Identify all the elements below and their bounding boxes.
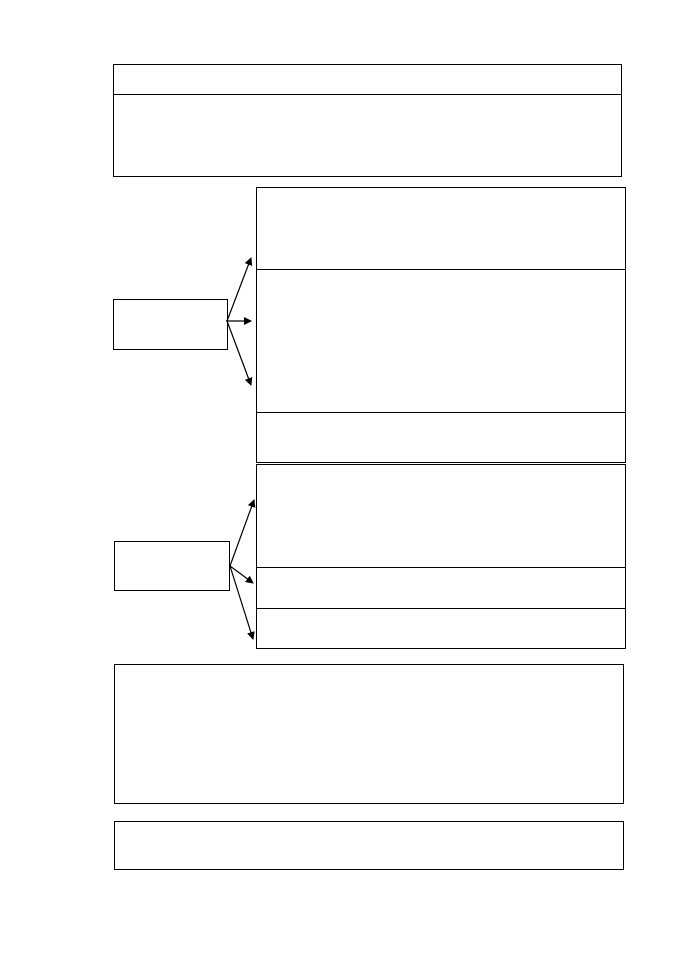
bottom-box-2-label: [115, 822, 623, 830]
target-group-2-divider-1: [256, 567, 626, 568]
top-box-divider: [113, 94, 622, 95]
bottom-box-1-label: [115, 665, 623, 673]
target-group-1: [256, 187, 626, 463]
arrow-1-down: [226, 320, 253, 386]
target-group-2-cell-2-label: [257, 568, 625, 576]
target-group-1-divider-2: [256, 412, 626, 413]
arrow-1-up: [226, 257, 253, 322]
top-box-body-text: [114, 96, 621, 104]
target-group-1-divider-1: [256, 269, 626, 270]
target-group-2-cell-3: [257, 609, 625, 648]
target-group-1-cell-3: [257, 413, 625, 462]
arrow-2-middle: [229, 565, 254, 584]
arrow-2-down: [229, 565, 255, 640]
bottom-box-1: [114, 664, 624, 804]
top-box-title-row: [114, 65, 621, 73]
target-group-1-cell-1-label: [257, 188, 625, 196]
source-box-2-label: [115, 542, 229, 550]
source-box-1: [113, 299, 228, 350]
target-group-2-cell-1: [257, 465, 625, 566]
top-box: [113, 64, 622, 177]
target-group-2-divider-2: [256, 608, 626, 609]
target-group-2-cell-3-label: [257, 609, 625, 617]
bottom-box-2: [114, 821, 624, 870]
top-box-body: [114, 96, 621, 176]
target-group-1-cell-2-label: [257, 270, 625, 278]
target-group-1-cell-2: [257, 270, 625, 411]
source-box-1-label: [114, 300, 227, 308]
target-group-1-cell-3-label: [257, 413, 625, 421]
arrow-2-up: [229, 499, 256, 567]
target-group-1-cell-1: [257, 188, 625, 268]
source-box-2: [114, 541, 230, 591]
target-group-2-cell-2: [257, 568, 625, 607]
target-group-2: [256, 464, 626, 649]
target-group-2-cell-1-label: [257, 465, 625, 473]
